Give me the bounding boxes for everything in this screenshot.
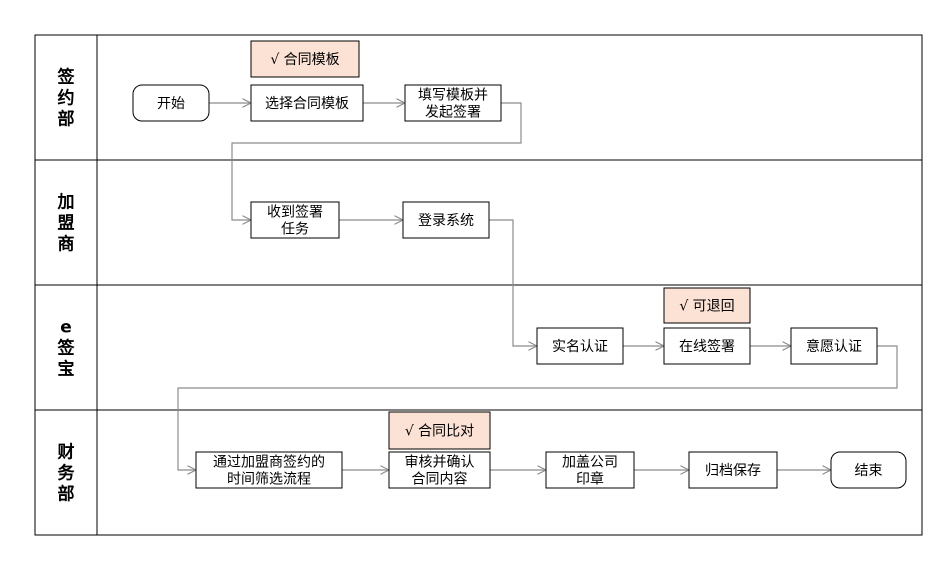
- note-box: [388, 411, 491, 450]
- note-label: √ 合同比对: [405, 424, 474, 440]
- node-label: 通过加盟商签约的时间筛选流程: [213, 454, 325, 488]
- connectors: [177, 102, 898, 470]
- lane-label-1: 签约部: [57, 67, 76, 130]
- process-box: [790, 327, 878, 365]
- process-box: [545, 451, 635, 489]
- process-box: [195, 451, 343, 489]
- note-template: √ 合同模板: [250, 40, 360, 78]
- node-end: 结束: [830, 451, 907, 489]
- node-login: 登录系统: [402, 201, 490, 239]
- annotation-notes: √ 合同模板 √ 可退回 √ 合同比对: [250, 40, 751, 450]
- node-label: 意愿认证: [806, 338, 862, 355]
- node-label: 实名认证: [552, 339, 608, 355]
- node-intent: 意愿认证: [790, 327, 878, 365]
- process-box: [663, 327, 751, 365]
- node-label: 开始: [157, 96, 185, 112]
- node-label: 在线签署: [679, 338, 735, 355]
- note-label: √ 可退回: [679, 299, 734, 315]
- node-start: 开始: [132, 84, 210, 122]
- lane-label-4: 财务部: [57, 442, 76, 505]
- node-label: 收到签署任务: [267, 204, 323, 238]
- node-label: 审核并确认合同内容: [405, 455, 475, 488]
- edge-intent-to-filter: [177, 345, 898, 470]
- edge-login-to-realname: [489, 219, 537, 346]
- terminal-box: [132, 84, 210, 122]
- note-label: √ 合同模板: [270, 52, 339, 68]
- node-filter: 通过加盟商签约的时间筛选流程: [195, 451, 343, 489]
- note-box: [250, 40, 360, 78]
- node-label: 登录系统: [418, 213, 474, 229]
- node-archive: 归档保存: [688, 451, 778, 489]
- node-fill: 填写模板并发起签署: [404, 84, 502, 122]
- node-seal: 加盖公司印章: [545, 451, 635, 489]
- process-box: [250, 201, 340, 239]
- node-label: 加盖公司印章: [562, 455, 618, 488]
- note-box: [663, 287, 751, 324]
- node-receive: 收到签署任务: [250, 201, 340, 239]
- note-compare: √ 合同比对: [388, 411, 491, 450]
- node-label: 选择合同模板: [265, 96, 349, 112]
- process-box: [402, 201, 490, 239]
- node-label: 填写模板并发起签署: [418, 88, 488, 121]
- process-box: [536, 327, 624, 365]
- node-select: 选择合同模板: [250, 84, 364, 122]
- edge-fill-to-receive: [231, 102, 522, 220]
- process-box: [404, 84, 502, 122]
- node-realname: 实名认证: [536, 327, 624, 365]
- node-review: 审核并确认合同内容: [388, 451, 491, 489]
- process-box: [688, 451, 778, 489]
- node-label: 归档保存: [705, 462, 761, 479]
- terminal-box: [830, 451, 907, 489]
- process-box: [388, 451, 491, 489]
- node-label: 结束: [855, 463, 883, 479]
- note-return: √ 可退回: [663, 287, 751, 324]
- process-box: [250, 84, 364, 122]
- node-online-sign: 在线签署: [663, 327, 751, 365]
- lane-label-2: 加盟商: [57, 193, 75, 255]
